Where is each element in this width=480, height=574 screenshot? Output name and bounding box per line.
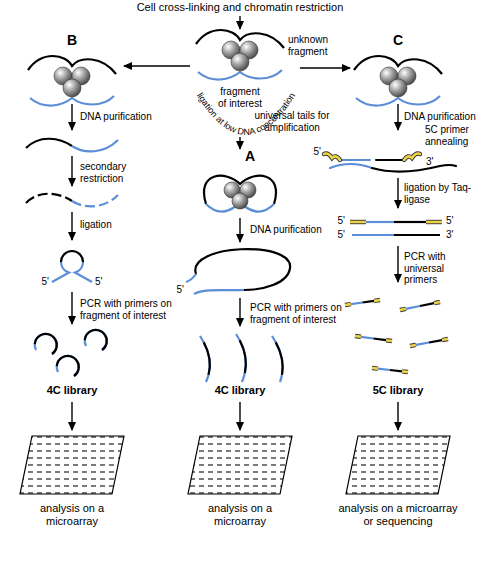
fragment-body [272,336,283,382]
fragment-body [378,369,390,370]
universal-tail [386,338,392,343]
panel-letter: B [67,32,77,48]
fragment-body [374,339,387,341]
fragment-body [361,337,374,339]
library-name: 5C library [373,384,424,397]
universal-tail [355,334,361,339]
panel-letter: A [245,148,255,164]
fragment-label: fragment of interest [216,86,264,109]
universal-tail [374,299,380,302]
fragment-body [406,306,420,309]
step-label: analysis on a microarray or sequencing [335,502,461,527]
universal-tail [410,345,416,346]
fragment-end [57,356,79,376]
fragment-body [351,303,363,305]
strand-end: 5' [177,284,184,296]
universal-tail [372,366,378,371]
panel-letter: C [393,32,403,48]
fragment-body [200,336,210,382]
step-label: analysis on a microarray [37,502,107,527]
fragment-body [420,303,434,306]
step-label: PCR with primers on fragment of interest [80,298,184,321]
ligated-complex [204,176,276,212]
strand-end: 5' [314,146,321,158]
strand-end: 5' [446,215,453,227]
strand-end: 3' [426,156,433,168]
fragment-label: unknown fragment [288,34,338,57]
universal-tail [345,303,351,306]
fragment-body [429,340,442,342]
microarray [20,436,450,494]
universal-tail [355,335,361,338]
strand-end: 3' [446,229,453,241]
universal-tail [442,339,448,340]
library-name: 4C library [47,384,98,397]
primer-annealing [324,154,456,172]
universal-tail [442,339,448,340]
step-label: DNA purification [250,224,322,236]
step-label: DNA purification [404,111,476,123]
fragment-body [236,334,246,382]
step-arrow [72,16,398,430]
step-label: analysis on a microarray [205,502,275,527]
universal-tail [374,298,380,303]
fragment-end [272,336,283,382]
fragment-body [416,343,429,345]
universal-tail [372,367,378,370]
universal-tail [434,302,440,303]
step-label: secondary restriction [80,161,142,184]
dna-circle [186,249,290,294]
strand-end: 5' [338,215,345,227]
universal-tail [402,370,408,373]
fragment-body [57,356,79,376]
step-label: DNA purification [80,111,152,123]
fragment-end [236,334,246,382]
universal-tail [345,302,351,307]
step-label: universal tails for amplification [249,110,335,133]
title: Cell cross-linking and chromatin restric… [137,1,344,14]
fragment-body [390,370,402,371]
fragment-end [35,334,57,354]
fragment-end [85,330,107,350]
universal-tail [402,369,408,374]
universal-tail [386,339,392,342]
ligation-product [350,222,442,235]
fragment-body [85,330,107,350]
step-label: 5C primer annealing [425,124,477,147]
universal-tail [434,302,440,303]
universal-tail [400,309,406,310]
universal-tail [410,345,416,346]
fragment-body [363,301,375,303]
dna-fragment [26,139,118,282]
library-name: 4C library [215,384,266,397]
fragment-body [35,334,57,354]
step-label: ligation by Taq-ligase [404,182,476,205]
strand-end: 5' [95,276,102,288]
step-label: PCR with universal primers [404,251,474,286]
step-label: PCR with primers on fragment of interest [250,302,354,325]
fragment-end [200,336,210,382]
strand-end: 5' [338,229,345,241]
step-label: ligation [80,219,112,231]
strand-end: 5' [42,276,49,288]
universal-tail [400,309,406,310]
